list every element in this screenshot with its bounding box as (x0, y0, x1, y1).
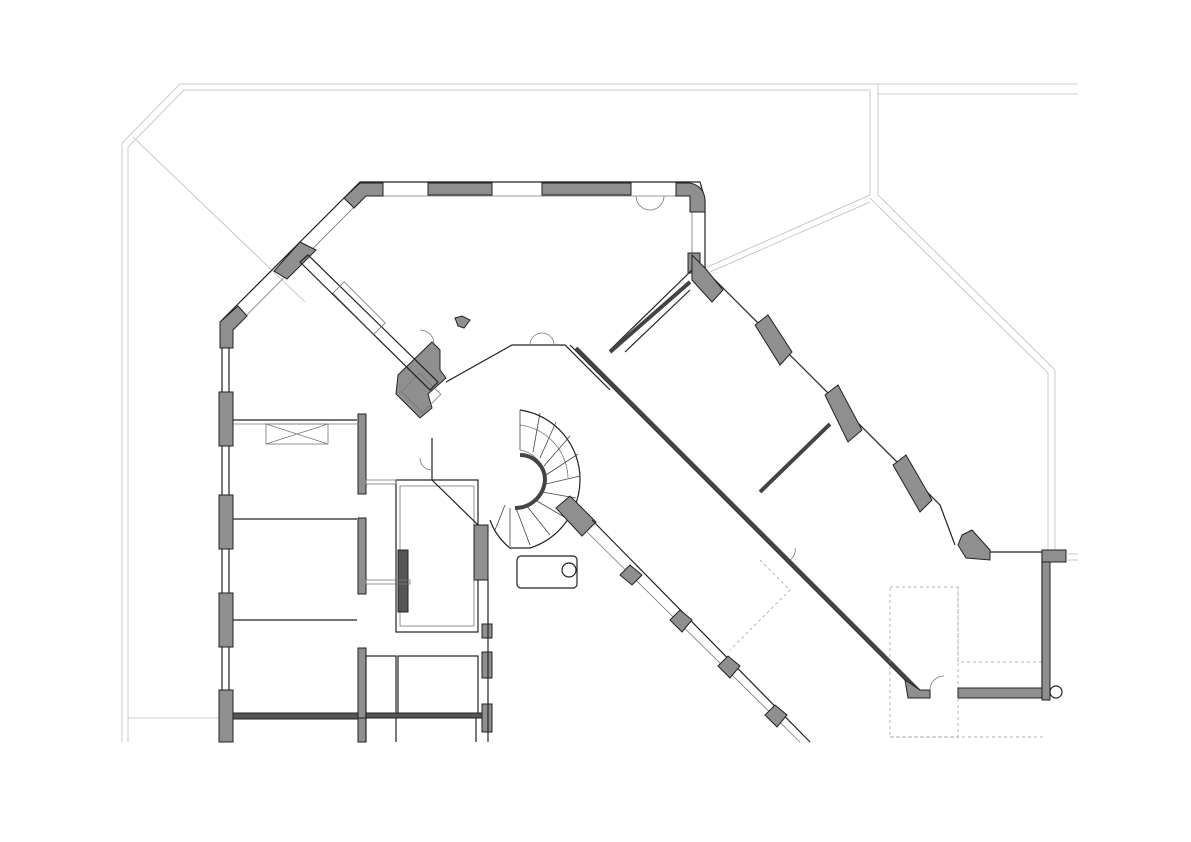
wall-segment (218, 689, 234, 743)
wall-segment (481, 623, 493, 639)
wall-segment (1041, 561, 1051, 701)
wall-segment (357, 647, 367, 719)
site-boundary (121, 83, 1078, 742)
spiral-staircase (489, 409, 597, 589)
corner-pier (219, 305, 248, 349)
wall-segment (357, 413, 367, 495)
wall-segment (427, 182, 493, 196)
wall-segment (481, 651, 493, 679)
service-core (365, 479, 493, 742)
wall-segment (273, 241, 317, 280)
wall-segment (957, 687, 1043, 699)
wall-segment (218, 391, 234, 447)
wall-segment (218, 592, 234, 648)
corner-pier (343, 182, 384, 209)
wall-segment (395, 341, 447, 419)
upper-room-walls (219, 181, 706, 742)
wall-segment (691, 253, 724, 303)
wall-segment (824, 384, 863, 443)
end-room (904, 549, 1078, 701)
wall-segment (541, 182, 632, 196)
pier (717, 655, 741, 679)
wall-segment (218, 494, 234, 550)
wall-segment (454, 315, 471, 329)
pier (669, 609, 693, 633)
corner-pier (675, 182, 706, 213)
right-wing (569, 253, 1045, 743)
wall-segment (473, 524, 489, 581)
wall-segment (357, 517, 367, 595)
wall-segment (904, 678, 931, 699)
wall-segment (892, 454, 933, 513)
wall-segment (1041, 549, 1067, 563)
wall-segment (357, 717, 367, 743)
wall-segment (555, 495, 597, 537)
wall-segment (481, 703, 493, 733)
stair-hall (299, 254, 611, 742)
pier (619, 564, 643, 586)
left-wing (218, 391, 367, 743)
door-swings (419, 195, 945, 691)
wall-segment (754, 314, 793, 366)
pier (764, 704, 788, 728)
wall-segment (957, 529, 991, 561)
